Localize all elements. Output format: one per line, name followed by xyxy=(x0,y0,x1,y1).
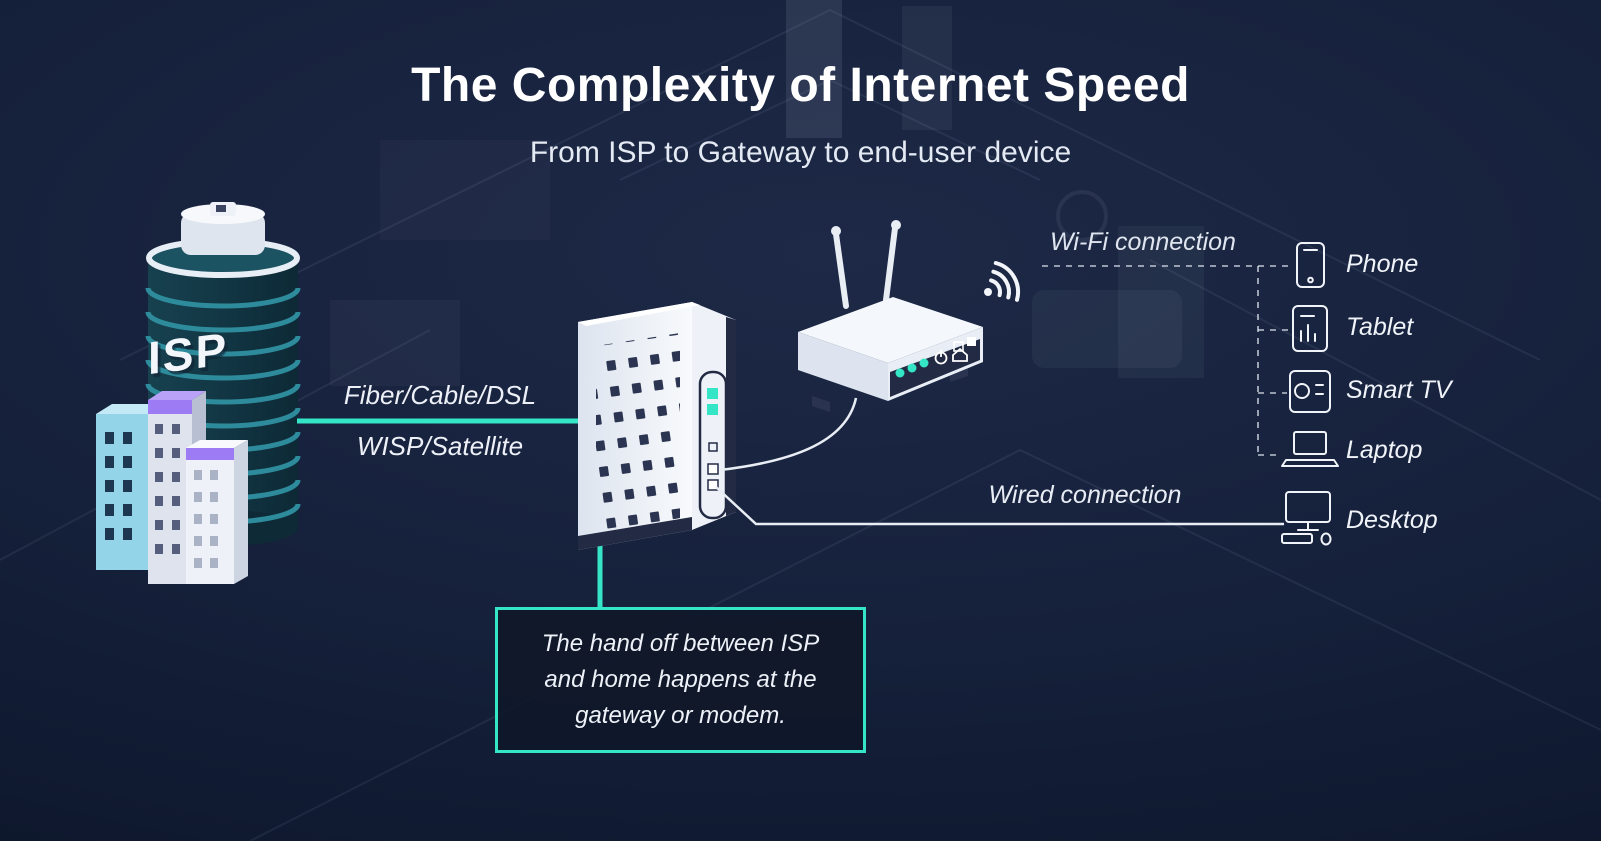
router-panel-icons xyxy=(934,347,968,365)
device-label-smart-tv: Smart TV xyxy=(1346,376,1452,404)
modem-gateway xyxy=(578,302,736,550)
modem-vents xyxy=(596,333,680,534)
router-led xyxy=(895,368,905,378)
router-to-gateway-line xyxy=(719,397,858,472)
wired-connection-label: Wired connection xyxy=(988,481,1182,509)
modem-led xyxy=(707,388,718,399)
router-antenna xyxy=(883,225,898,303)
smart-tv-icon xyxy=(1289,370,1331,413)
tablet-icon xyxy=(1292,305,1328,352)
building-white xyxy=(186,440,248,584)
router xyxy=(798,220,983,412)
laptop-icon xyxy=(1281,431,1339,467)
wifi-connection-label: Wi-Fi connection xyxy=(1050,228,1236,256)
device-label-laptop: Laptop xyxy=(1346,436,1423,464)
wisp-satellite-label: WISP/Satellite xyxy=(356,431,524,461)
desktop-icon xyxy=(1281,491,1332,546)
router-port xyxy=(967,337,976,346)
fiber-cable-dsl-label: Fiber/Cable/DSL xyxy=(343,380,537,410)
device-label-desktop: Desktop xyxy=(1346,506,1438,534)
router-antenna xyxy=(833,231,849,309)
city-buildings xyxy=(96,391,248,584)
wifi-signal-icon xyxy=(984,261,1021,302)
device-label-tablet: Tablet xyxy=(1346,313,1414,341)
tower-rings xyxy=(145,287,301,525)
page-title: The Complexity of Internet Speed xyxy=(411,59,1190,112)
modem-port xyxy=(707,479,719,491)
device-label-phone: Phone xyxy=(1346,250,1419,278)
router-led xyxy=(907,363,917,373)
router-port xyxy=(953,341,964,352)
page-subtitle: From ISP to Gateway to end-user device xyxy=(529,136,1072,169)
phone-icon xyxy=(1296,242,1325,288)
callout-box: The hand off between ISP and home happen… xyxy=(495,607,866,753)
wired-line xyxy=(715,486,1284,526)
modem-port xyxy=(707,463,719,475)
router-led xyxy=(919,358,929,368)
callout-text: The hand off between ISP and home happen… xyxy=(541,630,820,729)
wifi-dashed-line xyxy=(1042,265,1294,456)
modem-led xyxy=(707,404,718,415)
